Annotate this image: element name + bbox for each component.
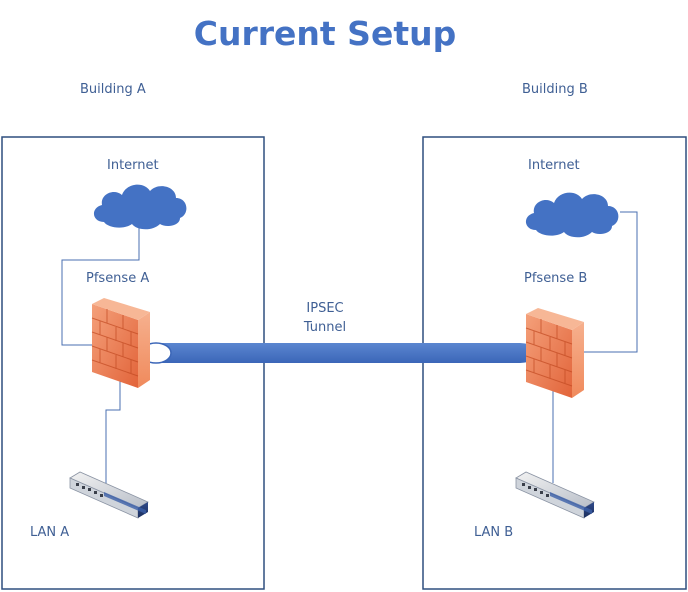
- internet-b-label: Internet: [528, 158, 580, 173]
- tunnel-label-line-2: Tunnel: [303, 320, 347, 335]
- cloud-icon: [525, 192, 619, 238]
- internet-a-label: Internet: [107, 158, 159, 173]
- building-a-label: Building A: [80, 82, 146, 97]
- building-b-label: Building B: [522, 82, 588, 97]
- network-switch-icon: [515, 471, 595, 519]
- firewall-a-label: Pfsense A: [86, 271, 150, 286]
- firewall-icon: [525, 308, 584, 398]
- network-switch-icon: [69, 471, 149, 519]
- tunnel-label-line-1: IPSEC: [306, 301, 344, 316]
- ipsec-tunnel: [140, 342, 538, 364]
- tunnel-label: IPSEC Tunnel: [290, 299, 360, 337]
- lan-a-label: LAN A: [30, 525, 70, 540]
- diagram-title: Current Setup: [193, 14, 457, 53]
- firewall-b-label: Pfsense B: [524, 271, 588, 286]
- internet-a-connector: [61, 222, 140, 346]
- firewall-icon: [91, 298, 150, 388]
- cloud-icon: [93, 184, 187, 230]
- internet-b-connector: [556, 211, 638, 353]
- lan-b-label: LAN B: [474, 525, 514, 540]
